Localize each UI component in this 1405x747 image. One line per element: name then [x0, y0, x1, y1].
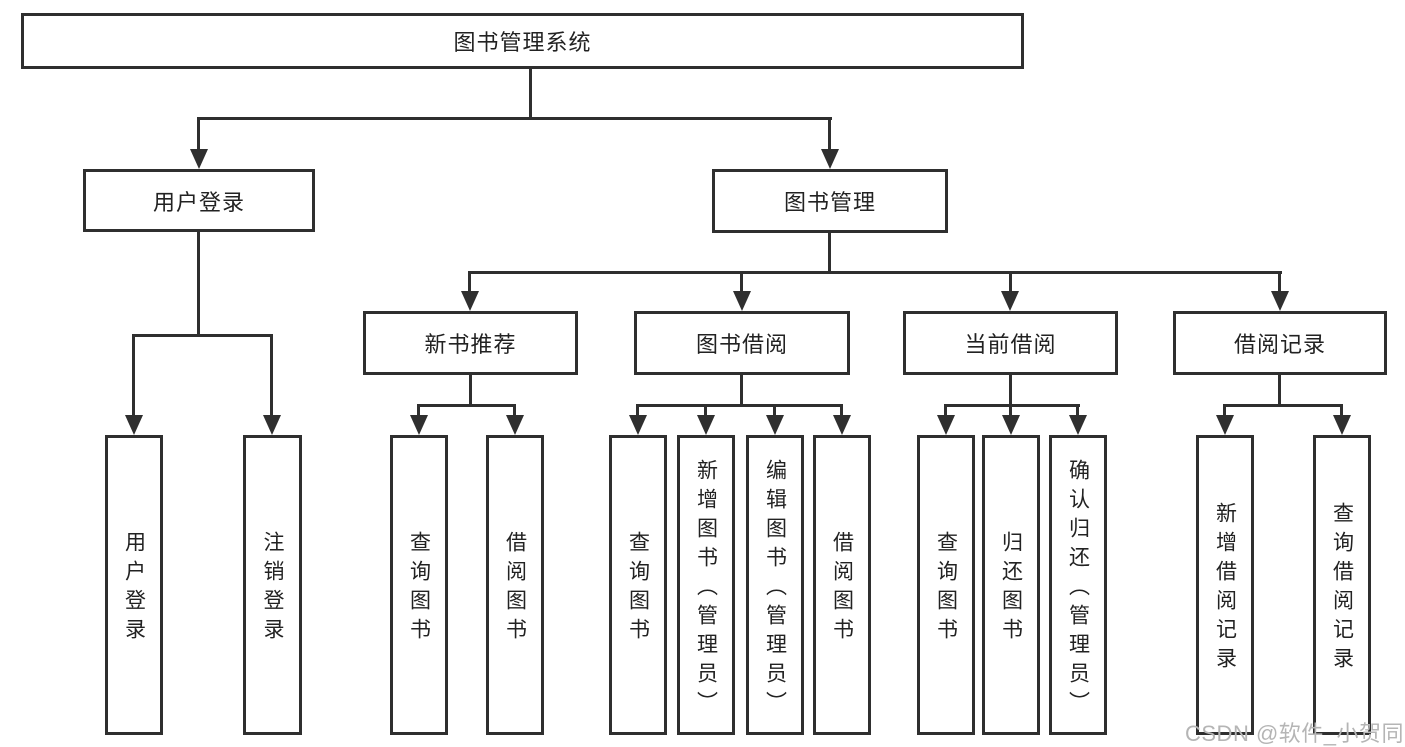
- node-user-login: 用户登录: [83, 169, 315, 232]
- arrow-down-icon: [821, 149, 839, 169]
- node-book-management: 图书管理: [712, 169, 948, 233]
- node-return-book: 归还图书: [982, 435, 1040, 735]
- arrow-down-icon: [833, 415, 851, 435]
- connector-leaf: [1076, 404, 1079, 418]
- arrow-down-icon: [1002, 415, 1020, 435]
- connector-to-logout-leaf: [270, 334, 273, 418]
- csdn-watermark: CSDN @软件_小贺同学: [1185, 721, 1405, 746]
- node-current-borrowing: 当前借阅: [903, 311, 1118, 375]
- node-root-library-system: 图书管理系统: [21, 13, 1024, 69]
- connector-to-login-leaf: [132, 334, 135, 418]
- connector-to-user-login: [197, 117, 200, 153]
- connector-leaf: [1223, 404, 1226, 418]
- node-book-borrowing: 图书借阅: [634, 311, 850, 375]
- connector-leaf: [636, 404, 639, 418]
- arrow-down-icon: [1069, 415, 1087, 435]
- connector-book-borrow-stem: [740, 375, 743, 405]
- connector-to-current-borrow: [1009, 271, 1012, 294]
- connector-leaf: [1340, 404, 1343, 418]
- arrow-down-icon: [125, 415, 143, 435]
- connector-book-mgmt-stem: [828, 233, 831, 271]
- arrow-down-icon: [733, 291, 751, 311]
- node-add-borrow-record: 新增借阅记录: [1196, 435, 1254, 735]
- node-confirm-return-admin: 确认归还（管理员）: [1049, 435, 1107, 735]
- arrow-down-icon: [506, 415, 524, 435]
- node-query-books-recommend: 查询图书: [390, 435, 448, 735]
- connector-book-borrow-bar: [636, 404, 843, 407]
- connector-leaf: [513, 404, 516, 418]
- connector-leaf: [773, 404, 776, 418]
- connector-borrow-records-bar: [1223, 404, 1343, 407]
- node-edit-book-admin: 编辑图书（管理员）: [746, 435, 804, 735]
- connector-to-borrow-records: [1278, 271, 1281, 294]
- connector-user-login-bar: [132, 334, 273, 337]
- node-query-borrow-record: 查询借阅记录: [1313, 435, 1371, 735]
- node-borrow-books-recommend: 借阅图书: [486, 435, 544, 735]
- connector-root-bar: [198, 117, 832, 120]
- node-borrow-books-leaf: 借阅图书: [813, 435, 871, 735]
- arrow-down-icon: [937, 415, 955, 435]
- node-query-books-borrowing: 查询图书: [609, 435, 667, 735]
- node-add-book-admin: 新增图书（管理员）: [677, 435, 735, 735]
- node-logout-leaf: 注销登录: [243, 435, 302, 735]
- connector-leaf: [1009, 404, 1012, 418]
- connector-new-book-stem: [469, 375, 472, 405]
- connector-leaf: [417, 404, 420, 418]
- connector-leaf: [944, 404, 947, 418]
- connector-current-borrow-stem: [1009, 375, 1012, 405]
- arrow-down-icon: [263, 415, 281, 435]
- connector-borrow-records-stem: [1278, 375, 1281, 405]
- arrow-down-icon: [461, 291, 479, 311]
- node-borrowing-records: 借阅记录: [1173, 311, 1387, 375]
- node-query-books-current: 查询图书: [917, 435, 975, 735]
- connector-root-stem: [529, 69, 532, 120]
- arrow-down-icon: [629, 415, 647, 435]
- connector-to-book-borrow: [740, 271, 743, 294]
- connector-leaf: [704, 404, 707, 418]
- node-user-login-leaf: 用户登录: [105, 435, 163, 735]
- connector-current-borrow-bar: [944, 404, 1080, 407]
- connector-book-mgmt-bar: [468, 271, 1282, 274]
- arrow-down-icon: [1001, 291, 1019, 311]
- arrow-down-icon: [410, 415, 428, 435]
- connector-to-new-book: [468, 271, 471, 294]
- arrow-down-icon: [697, 415, 715, 435]
- arrow-down-icon: [1333, 415, 1351, 435]
- connector-to-book-mgmt: [828, 117, 831, 153]
- connector-new-book-bar: [417, 404, 516, 407]
- arrow-down-icon: [190, 149, 208, 169]
- connector-leaf: [840, 404, 843, 418]
- arrow-down-icon: [766, 415, 784, 435]
- connector-user-login-stem: [197, 232, 200, 335]
- arrow-down-icon: [1216, 415, 1234, 435]
- arrow-down-icon: [1271, 291, 1289, 311]
- node-new-book-recommend: 新书推荐: [363, 311, 578, 375]
